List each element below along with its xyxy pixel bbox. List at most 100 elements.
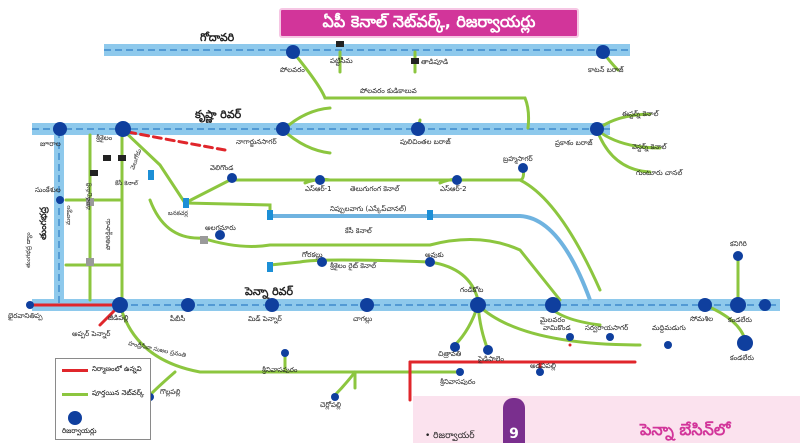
planned-swatch-icon [62,368,88,372]
reservoir-cotton-barrage [596,45,610,59]
pothireddypadu-label: పోతిరెడ్డిపాడు [105,218,113,250]
legend-reservoirs-label: రిజర్వాయర్లు [62,427,97,435]
upper-penna-label: అప్పర్ పెన్నార్ [72,330,111,339]
sarvarayasagar-label: సర్వరాయసాగర్ [585,324,629,333]
reservoir-paidipalem [483,345,493,355]
pendekallu-label: పీబీసీ [170,314,185,323]
legend-planned: నిర్మాణంలో ఉన్నవి [62,365,146,375]
adavipalli-label: అడవిపల్లి [530,362,556,371]
panel-heading: పెన్నా బేసిన్‌లో [640,420,731,439]
map-title: ఏపీ కెనాల్ నెట్‌వర్క్, రిజర్వాయర్లు [279,8,579,38]
mid-pennar-label: మిడ్ పెన్నార్ [248,315,283,324]
reservoir-kandaleru-river [730,297,746,313]
reservoir-jurala [53,122,67,136]
reservoir-veligonda [227,173,237,183]
reservoir-sarvarayasagar [606,333,614,341]
reservoir-polavaram [286,45,300,59]
legend-existing: పూర్తయిన నెట్‌వర్క్ [62,389,146,399]
western-canal-label: వెస్టర్న్ కెనాల్ [632,143,667,152]
reservoir-nagarjunasagar [276,122,290,136]
somasila-label: సోమశిల [690,315,713,323]
reservoir-mid-pennar [265,298,279,312]
ebr1-label: ఎస్‌ఆర్-1 [305,185,332,193]
reservoir-pendekallu [181,298,195,312]
kanigiri-label: కనిగిరి [730,240,747,248]
reservoir-sunkesula [56,196,64,204]
ebr2-label: ఎస్‌ఆర్-2 [440,185,467,193]
srbc-label: శ్రీశైలం రైట్ కెనాల్ [330,262,377,271]
penna-river [32,299,780,311]
reservoir-kandaleru [737,335,753,351]
veligonda-label: వెలిగొండ [210,164,233,172]
avuku-label: అవుకు [425,251,444,259]
paidipalem-label: పైడిపాలెం [477,355,504,364]
bottom-panel [413,396,800,443]
chitravati-label: చిత్రావతి [438,350,462,359]
vamikonda-label: వామికొండ [543,324,571,332]
legend-planned-label: నిర్మాణంలో ఉన్నవి [92,365,142,373]
nippulavagu-label: నిప్పులవాగు (ఎస్కేప్‌చానల్) [330,205,407,214]
srisailam-label: శ్రీశైలం [96,134,113,143]
reservoir-vamikonda [566,333,574,341]
godavari-river [104,44,630,56]
reservoir-somasila [698,298,712,312]
reservoir-cherlopalli [331,393,339,401]
muddamadugu-label: మద్దిమడుగు [652,324,686,333]
muchumarri-label: ముచ్చుమర్రి [85,182,93,210]
brahmasagar-label: బ్రహ్మసాగర్ [502,155,533,164]
reservoirs [26,45,771,401]
sunkesula-label: సుంకేశుల [35,186,61,194]
legend-existing-label: పూర్తయిన నెట్‌వర్క్ [92,389,145,397]
reservoir-muddamadugu [664,341,672,349]
malyala-label: మల్యాల [65,205,73,225]
gandikota-label: గండికోట [460,286,484,294]
godavari-label: గోదావరి [200,31,235,44]
jurala-label: జూరాల [40,140,61,148]
krishna-label: కృష్ణా రివర్ [194,108,242,123]
alaganuru-label: అలగనూరు [205,224,236,232]
kandaleru-label: కండలేరు [730,354,754,362]
eastern-canal-label: ఈస్టర్న్ కెనాల్ [622,110,659,119]
nagarjunasagar-label: నాగార్జునసాగర్ [236,138,278,147]
nippulavagu-escape-channel [270,214,592,301]
rivers [32,44,780,311]
reservoir-pulichintala [411,122,425,136]
reservoir-ebr2 [452,175,462,185]
srinivasapuram2-label: శ్రీనివాసపురం [440,378,476,386]
banakacherla-label: బనకచర్ల [168,210,188,218]
reservoir-ebr1 [315,175,325,185]
krishna-river [32,123,610,135]
structures [86,41,433,272]
legend-reservoirs: రిజర్వాయర్లు [62,411,146,437]
panel-item: • రిజర్వాయర్ [425,431,475,441]
kc-canal-upper-label: కేసీ కెనాల్ [115,179,139,187]
telugu-ganga-label: తెలుగుగంగ కెనాల్ [350,185,400,193]
panel-number-tab: 9 [503,398,525,443]
legend: నిర్మాణంలో ఉన్నవి పూర్తయిన నెట్‌వర్క్ రి… [55,358,151,440]
velugodu-label: వెలుగోడు [128,148,143,171]
existing-canals [64,50,747,397]
penna-label: పెన్నా రివర్ [244,285,293,299]
cherlopalli-label: చెర్లోపల్లి [320,401,341,410]
srinivasapuram-label: శ్రీనివాసపురం [262,366,298,374]
reservoir-prakasam [590,122,604,136]
polavaram-kudikaluva-label: పోలవరం కుడికాలువ [360,87,417,95]
reservoir-alaganuru [215,230,225,240]
reservoir-avuku [425,257,435,267]
gollapalli-label: గొల్లపల్లి [160,388,180,397]
tungabhadra-dam-label: తుంగభద్ర డ్యాం [25,232,33,268]
reservoir-srinivasapuram [281,349,289,357]
reservoir-swatch-icon [68,411,82,425]
bhairavanitippa-label: భైరవానితిప్ప [8,312,43,321]
kc-canal-label: కేసీ కెనాల్ [345,226,373,235]
reservoir-kandaleru-end [759,299,771,311]
chagallu-label: చాగల్లు [353,315,373,324]
tungabhadra-river [54,131,64,303]
kandaleru-river-label: కండలేరు [728,316,752,324]
reservoir-kanigiri [733,251,743,261]
reservoir-srinivasapuram2 [456,368,464,376]
cotton-barrage-label: కాటన్ బరాజ్ [588,66,624,74]
reservoir-pabr [112,297,128,313]
reservoir-gandikota [470,297,486,313]
